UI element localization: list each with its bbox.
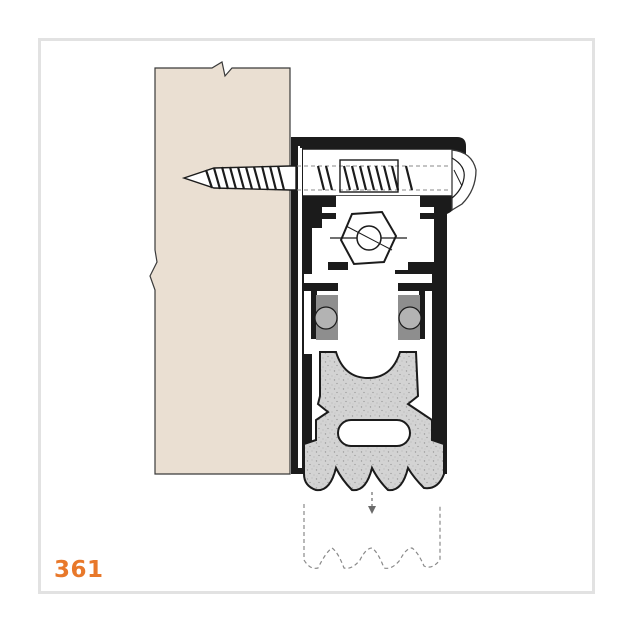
seal-icon	[303, 351, 445, 492]
door-leaf	[149, 61, 291, 475]
product-number: 361	[54, 557, 104, 583]
screw-icon	[181, 157, 465, 199]
bulb-gasket-icon	[314, 295, 422, 340]
hex-nut-icon	[330, 210, 407, 266]
down-arrow-icon	[303, 492, 441, 569]
